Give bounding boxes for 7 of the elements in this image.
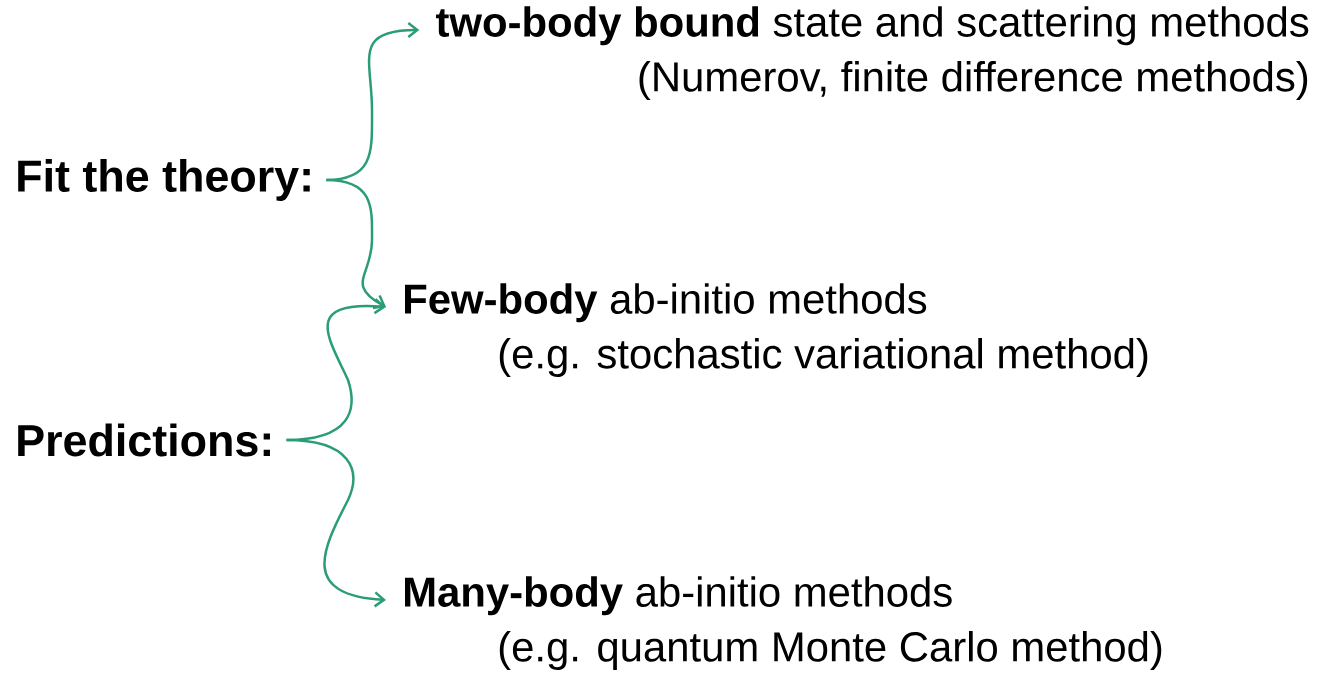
heading-label: Predictions: <box>18 423 270 457</box>
method-label: two-body bound state and scattering methods (Numerov, finite difference methods) <box>436 6 1309 100</box>
method-label: Few-body ab-initio methods (e.g. stochastic variational method) <box>405 283 1148 377</box>
method-label: Many-body ab-initio methods (e.g. quantum Monte Carlo method) <box>405 576 1162 670</box>
brace-arrow <box>326 178 386 310</box>
heading-label: Fit the theory: <box>18 159 310 201</box>
brace-arrow <box>286 438 386 608</box>
